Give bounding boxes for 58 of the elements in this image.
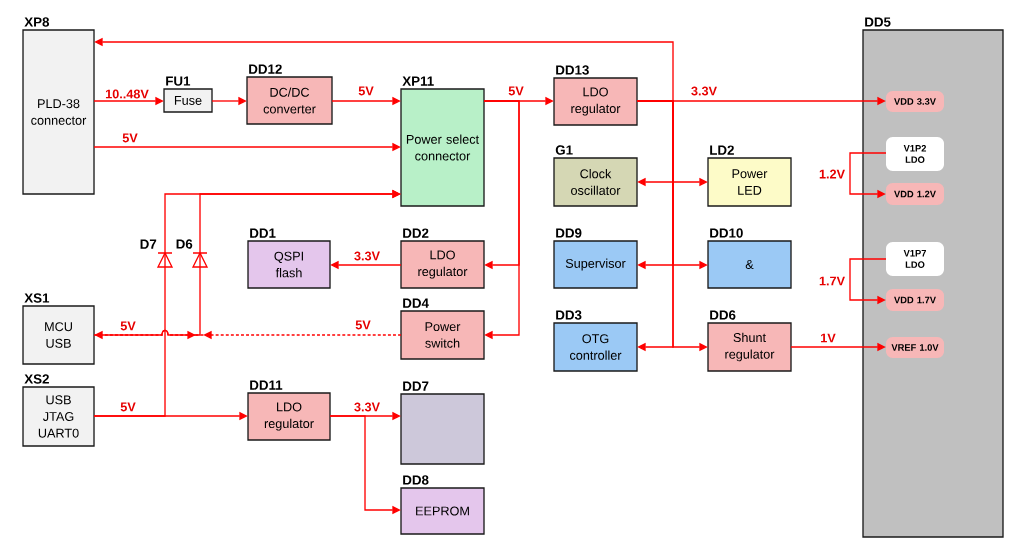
pin-box: V1P7 LDO bbox=[886, 242, 944, 276]
edge-label: 5V bbox=[120, 132, 140, 144]
designator-label: DD5 bbox=[865, 17, 891, 27]
edge-label: 5V bbox=[353, 319, 373, 331]
edge-label: 1.7V bbox=[817, 275, 847, 287]
designator-label: DD11 bbox=[250, 380, 283, 390]
edge-label: 5V bbox=[118, 401, 138, 413]
edge-label: 3.3V bbox=[352, 250, 382, 262]
designator-label: XP8 bbox=[24, 17, 50, 27]
component-box: LDO regulator bbox=[400, 240, 485, 289]
designator-label: DD4 bbox=[403, 298, 429, 308]
pin-box: V1P2 LDO bbox=[886, 137, 944, 171]
edge-label: 5V bbox=[506, 85, 526, 97]
edge-label: 3.3V bbox=[352, 401, 382, 413]
component-box: PLD-38 connector bbox=[22, 29, 95, 195]
designator-label: FU1 bbox=[166, 76, 191, 86]
component-box: EEPROM bbox=[400, 487, 485, 535]
designator-label: DD12 bbox=[249, 64, 282, 74]
designator-label: DD9 bbox=[556, 228, 582, 238]
arrow bbox=[483, 100, 520, 340]
component-box: Power LED bbox=[707, 157, 792, 207]
edge-label: 1.2V bbox=[817, 168, 847, 180]
designator-label: G1 bbox=[555, 145, 573, 155]
component-box: USB JTAG UART0 bbox=[22, 386, 95, 447]
designator-label: DD10 bbox=[710, 228, 743, 238]
designator-label: DD1 bbox=[250, 228, 276, 238]
component-box: OTG controller bbox=[553, 322, 638, 372]
component-box: DC/DC converter bbox=[246, 76, 333, 125]
edge-label: 5V bbox=[356, 85, 376, 97]
edge-label: 1V bbox=[818, 332, 838, 344]
designator-label: DD7 bbox=[403, 381, 429, 391]
component-box: & bbox=[707, 240, 792, 289]
designator-label: D6 bbox=[176, 239, 193, 249]
designator-label: DD8 bbox=[403, 475, 429, 485]
designator-label: DD13 bbox=[556, 65, 589, 75]
pin-box: VDD 1.7V bbox=[886, 289, 944, 311]
component-box: Power switch bbox=[400, 310, 485, 360]
component-box: Shunt regulator bbox=[707, 322, 792, 372]
edge-label: 10..48V bbox=[103, 88, 151, 100]
component-box: Clock oscillator bbox=[553, 157, 638, 207]
arrow bbox=[94, 329, 402, 340]
designator-label: D7 bbox=[140, 239, 157, 249]
component-box: MCU USB bbox=[22, 305, 95, 365]
designator-label: DD3 bbox=[556, 310, 582, 320]
designator-label: DD6 bbox=[710, 310, 736, 320]
designator-label: XS2 bbox=[24, 374, 49, 384]
component-box: QSPI flash bbox=[247, 240, 331, 289]
designator-label: XS1 bbox=[24, 293, 50, 303]
component-box: Power select connector bbox=[400, 88, 485, 207]
designator-label: DD2 bbox=[403, 228, 429, 238]
edge-label: 3.3V bbox=[689, 85, 719, 97]
designator-label: LD2 bbox=[710, 145, 734, 155]
edge-label: 5V bbox=[118, 320, 138, 332]
component-box: Supervisor bbox=[553, 240, 638, 289]
component-box: LDO regulator bbox=[247, 392, 331, 441]
component-box: LDO regulator bbox=[553, 77, 638, 126]
designator-label: XP11 bbox=[402, 76, 434, 86]
component-box: Fuse bbox=[163, 88, 213, 113]
